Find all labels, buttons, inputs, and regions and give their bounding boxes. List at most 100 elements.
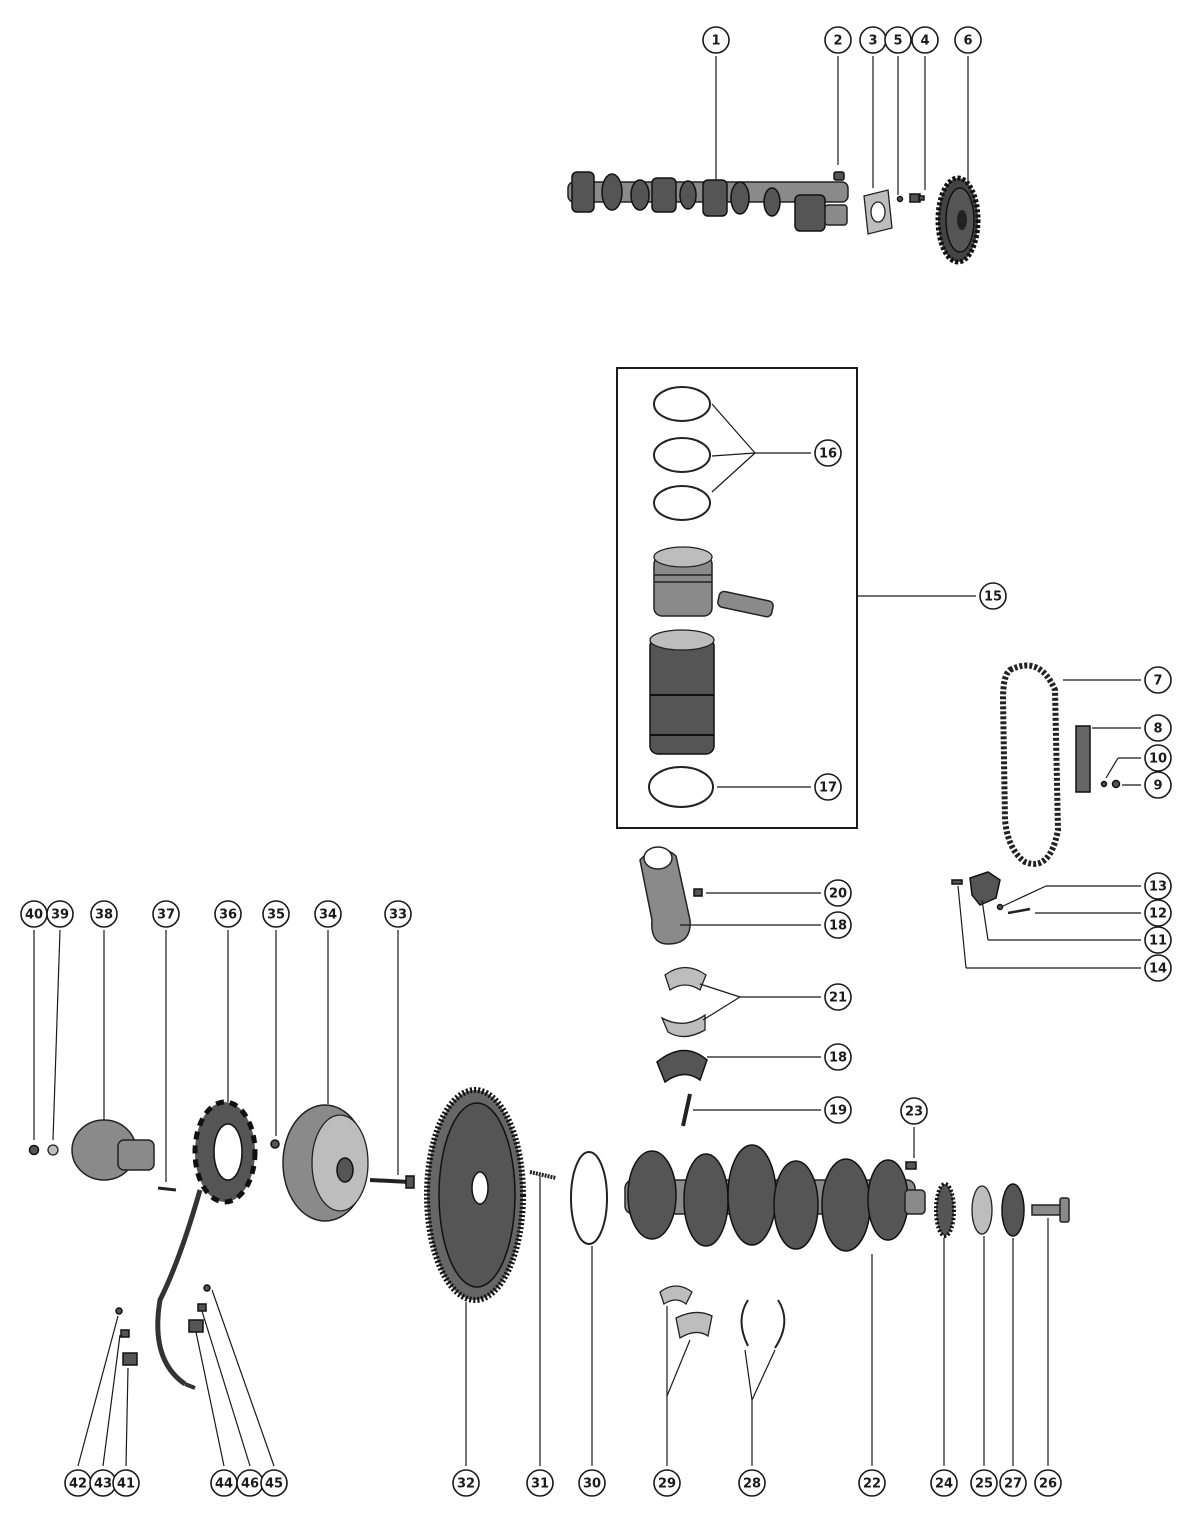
callout-number: 39 [51, 908, 69, 923]
callout-number: 9 [1153, 779, 1162, 794]
callout-number: 34 [319, 908, 337, 923]
cam-key [833, 171, 845, 181]
callout-number: 43 [94, 1477, 112, 1492]
terminal-hardware-right [188, 1284, 211, 1333]
callout-number: 7 [1153, 674, 1162, 689]
crank-bolt [1031, 1197, 1070, 1223]
callout-5: 5 [884, 26, 912, 54]
callout-number: 11 [1149, 934, 1167, 949]
rod-cap [656, 1049, 708, 1084]
rod-nut [693, 888, 703, 897]
damper-washer [1100, 780, 1108, 788]
cam-sprocket [935, 175, 981, 265]
callout-number: 26 [1039, 1477, 1057, 1492]
drive-coupler [282, 1104, 369, 1222]
stator-assembly [155, 1099, 258, 1390]
callout-8: 8 [1144, 714, 1172, 742]
coupler-nut [270, 1139, 280, 1149]
leader-line-43 [102, 1334, 121, 1467]
callout-21: 21 [824, 983, 852, 1011]
callout-number: 1 [711, 34, 720, 49]
callout-number: 41 [117, 1477, 135, 1492]
callout-number: 33 [389, 908, 407, 923]
callout-31: 31 [526, 1469, 554, 1497]
callout-9: 9 [1144, 771, 1172, 799]
crank-sprocket [934, 1182, 956, 1238]
chain-tensioner [969, 871, 1001, 906]
callout-13: 13 [1144, 872, 1172, 900]
callout-number: 13 [1149, 880, 1167, 895]
camshaft [567, 171, 849, 232]
rotor-nut [28, 1144, 40, 1156]
callout-46: 46 [236, 1469, 264, 1497]
leader-line-21 [702, 996, 741, 1021]
leader-line-44 [195, 1331, 225, 1467]
callout-25: 25 [970, 1469, 998, 1497]
crankshaft [624, 1144, 926, 1252]
callout-number: 45 [265, 1477, 283, 1492]
callout-number: 31 [531, 1477, 549, 1492]
callout-number: 10 [1149, 752, 1167, 767]
callout-36: 36 [214, 900, 242, 928]
callout-4: 4 [911, 26, 939, 54]
callout-number: 37 [157, 908, 175, 923]
callout-34: 34 [314, 900, 342, 928]
oil-slinger [971, 1185, 993, 1235]
callout-number: 3 [868, 34, 877, 49]
callout-15: 15 [979, 582, 1007, 610]
thrust-washers [740, 1299, 786, 1349]
rod-bearing-lower [660, 1013, 706, 1038]
callout-number: 14 [1149, 962, 1167, 977]
callout-22: 22 [858, 1469, 886, 1497]
leader-line-46 [201, 1310, 251, 1467]
callout-16: 16 [814, 439, 842, 467]
leader-line-14 [957, 885, 967, 969]
flywheel [424, 1087, 526, 1303]
rotor-washer [47, 1144, 59, 1156]
callout-7: 7 [1144, 666, 1172, 694]
timing-chain [999, 662, 1062, 867]
leader-line-28 [751, 1349, 776, 1401]
crank-key [905, 1161, 917, 1170]
callout-33: 33 [384, 900, 412, 928]
callout-14: 14 [1144, 954, 1172, 982]
callout-10: 10 [1144, 744, 1172, 772]
leader-line-10 [1105, 757, 1119, 779]
leader-line-13 [1002, 885, 1047, 907]
callout-number: 8 [1153, 722, 1162, 737]
callout-39: 39 [46, 900, 74, 928]
terminal-hardware-left [115, 1307, 138, 1366]
piston-kit-box [616, 367, 858, 829]
callout-6: 6 [954, 26, 982, 54]
callout-number: 2 [833, 34, 842, 49]
callout-number: 46 [241, 1477, 259, 1492]
tensioner-pin [951, 879, 963, 885]
leader-line-28 [744, 1349, 753, 1401]
crank-washer [1001, 1183, 1025, 1237]
leader-line-39 [52, 929, 61, 1141]
chain-damper [1075, 725, 1091, 793]
callout-44: 44 [210, 1469, 238, 1497]
callout-number: 23 [905, 1105, 923, 1120]
callout-number: 12 [1149, 907, 1167, 922]
tensioner-bolt [1007, 907, 1031, 915]
callout-number: 18 [829, 1051, 847, 1066]
callout-number: 36 [219, 908, 237, 923]
callout-number: 40 [25, 908, 43, 923]
cam-washer [896, 195, 904, 203]
callout-number: 29 [658, 1477, 676, 1492]
callout-28: 28 [738, 1469, 766, 1497]
leader-line-29 [666, 1339, 691, 1397]
callout-45: 45 [260, 1469, 288, 1497]
leader-line-21 [699, 983, 741, 998]
callout-number: 4 [920, 34, 929, 49]
callout-3: 3 [859, 26, 887, 54]
callout-32: 32 [452, 1469, 480, 1497]
leader-line-45 [211, 1289, 275, 1467]
rear-main-seal [570, 1151, 608, 1245]
cam-bolt [909, 193, 925, 203]
callout-11: 11 [1144, 926, 1172, 954]
leader-line-16 [711, 403, 756, 454]
thrust-plate [863, 189, 893, 235]
